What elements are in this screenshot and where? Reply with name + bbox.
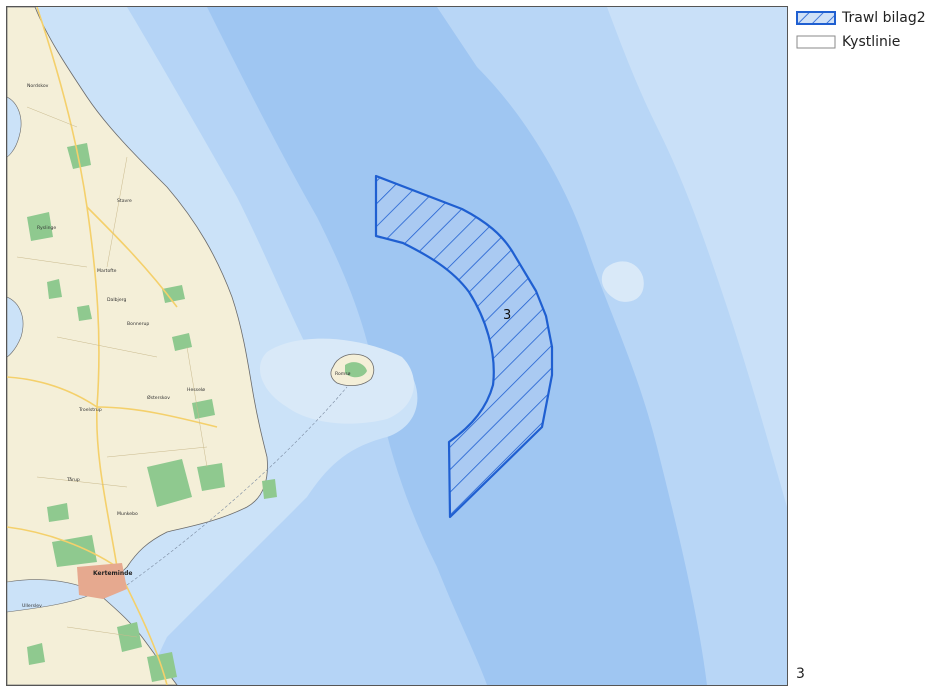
place-label: Troelstrup xyxy=(78,407,102,413)
ferry-line xyxy=(126,386,348,586)
place-label: Nordskov xyxy=(27,83,49,89)
shallow-water-east-inner xyxy=(607,7,787,507)
place-label: Romsø xyxy=(335,371,351,377)
trawl-area[interactable] xyxy=(374,174,554,519)
place-label: Tårup xyxy=(66,476,80,483)
legend-label-kystlinie: Kystlinie xyxy=(842,34,901,50)
place-label: Stavre xyxy=(117,198,132,204)
place-label: Ryslinge xyxy=(37,225,56,231)
page-number: 3 xyxy=(796,666,805,682)
minor-roads xyxy=(16,106,208,638)
town-label: Kerteminde xyxy=(93,570,132,577)
legend-item-trawl: Trawl bilag2 xyxy=(796,6,942,30)
legend: Trawl bilag2 Kystlinie xyxy=(796,6,942,54)
trawl-swatch-icon xyxy=(796,11,836,25)
map-canvas[interactable]: Nordskov Stavre Ryslinge Martofte Dalbje… xyxy=(6,6,788,686)
place-label: Martofte xyxy=(97,268,117,274)
bay-mid xyxy=(7,296,24,358)
shoal-east xyxy=(601,261,644,302)
place-label: Dalbjerg xyxy=(107,297,126,303)
bay-north xyxy=(7,96,22,158)
legend-item-kystlinie: Kystlinie xyxy=(796,30,942,54)
island-romso-forest xyxy=(345,362,367,378)
place-label: Munkebo xyxy=(117,511,138,517)
coastline-swatch-icon xyxy=(796,35,836,49)
map-svg: Nordskov Stavre Ryslinge Martofte Dalbje… xyxy=(7,7,787,685)
place-label: Bonnerup xyxy=(127,321,149,327)
place-label: Ullerslev xyxy=(22,603,42,609)
town-kerteminde xyxy=(77,563,127,599)
legend-label-trawl: Trawl bilag2 xyxy=(842,10,926,26)
trawl-area-label: 3 xyxy=(503,308,511,323)
place-labels: Nordskov Stavre Ryslinge Martofte Dalbje… xyxy=(22,83,351,609)
place-label: Østerskov xyxy=(147,394,170,401)
place-label: Hesselø xyxy=(187,387,205,393)
